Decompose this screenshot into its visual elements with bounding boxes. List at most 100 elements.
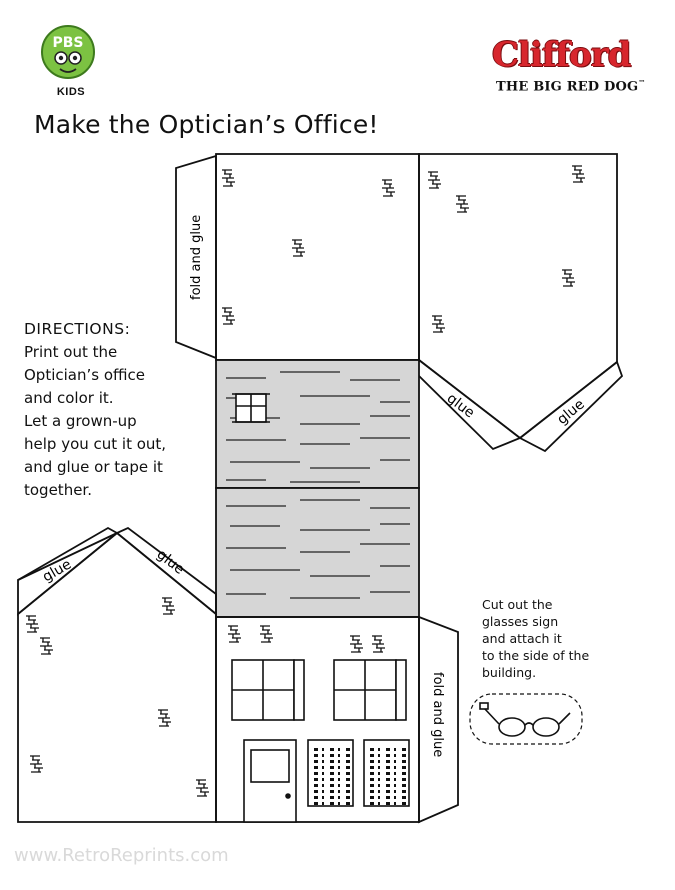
window-dot	[370, 754, 374, 757]
window-dot	[370, 772, 374, 775]
window-dot	[314, 772, 318, 775]
clifford-logo: Clifford	[492, 35, 632, 75]
front-windows	[231, 659, 407, 721]
roof-window	[232, 393, 270, 423]
window-dot	[330, 802, 334, 805]
window-dot	[338, 754, 340, 757]
window-dot	[370, 790, 374, 793]
window-dot	[322, 790, 324, 793]
window-dot	[314, 748, 318, 751]
window-dot	[378, 754, 380, 757]
window-dot	[330, 778, 334, 781]
window-dot	[330, 748, 334, 751]
window-dot	[330, 754, 334, 757]
pbs-logo-text: PBS	[52, 35, 83, 51]
upper-wall-left	[215, 153, 420, 361]
window-dot	[378, 796, 380, 799]
window-dot	[402, 760, 406, 763]
window-dot	[394, 754, 396, 757]
window-dot	[402, 754, 406, 757]
window-dot	[402, 790, 406, 793]
window-dot	[330, 790, 334, 793]
glue-tab-upper-right	[518, 360, 624, 453]
window-dot	[386, 760, 390, 763]
window-dot	[322, 766, 324, 769]
window-dot	[338, 802, 340, 805]
window-dot	[394, 778, 396, 781]
window-dot	[378, 790, 380, 793]
window-dot	[394, 802, 396, 805]
window-dot	[402, 748, 406, 751]
window-dot	[402, 802, 406, 805]
window-dot	[314, 778, 318, 781]
window-dot	[330, 796, 334, 799]
window-dot	[314, 760, 318, 763]
directions-line: help you cut it out,	[24, 435, 167, 453]
sign-instruction-line: Cut out the	[482, 597, 553, 612]
window-dot	[330, 760, 334, 763]
window-dot	[338, 790, 340, 793]
display-window-pattern	[314, 748, 406, 805]
window-dot	[322, 784, 324, 787]
window-dot	[346, 784, 350, 787]
directions-heading: DIRECTIONS:	[24, 320, 131, 338]
directions-block: DIRECTIONS: Print out the Optician’s off…	[24, 318, 224, 502]
window-dot	[370, 760, 374, 763]
window-dot	[346, 754, 350, 757]
glue-label-upper-right: glue	[554, 396, 587, 428]
glue-tab-lower-left	[17, 532, 118, 616]
window-dot	[386, 784, 390, 787]
window-dot	[322, 748, 324, 751]
window-dot	[338, 778, 340, 781]
window-dot	[394, 790, 396, 793]
window-dot	[370, 748, 374, 751]
window-dot	[322, 760, 324, 763]
sign-instructions: Cut out the glasses sign and attach it t…	[482, 596, 632, 681]
window-dot	[322, 796, 324, 799]
window-dot	[386, 790, 390, 793]
sign-instruction-line: building.	[482, 665, 537, 680]
directions-line: Optician’s office	[24, 366, 145, 384]
directions-line: Let a grown-up	[24, 412, 137, 430]
glue-label-lower-right: glue	[154, 547, 188, 578]
window-dot	[322, 778, 324, 781]
window-dot	[314, 796, 318, 799]
window-dot	[386, 772, 390, 775]
window-dot	[386, 796, 390, 799]
directions-line: together.	[24, 481, 92, 499]
window-dot	[378, 802, 380, 805]
page-title: Make the Optician’s Office!	[34, 110, 379, 139]
window-dot	[402, 778, 406, 781]
window-dot	[370, 778, 374, 781]
window-dot	[394, 772, 396, 775]
window-dot	[338, 772, 340, 775]
window-dot	[370, 802, 374, 805]
window-dot	[402, 796, 406, 799]
glasses-sign	[469, 693, 583, 745]
fold-and-glue-label-left: fold and glue	[189, 215, 204, 300]
front-door	[243, 739, 297, 823]
sign-instruction-line: and attach it	[482, 631, 562, 646]
window-dot	[386, 748, 390, 751]
clifford-subtitle: THE BIG RED DOG™	[496, 78, 646, 94]
window-dot	[378, 772, 380, 775]
clifford-subtitle-text: THE BIG RED DOG	[496, 79, 639, 95]
window-dot	[346, 796, 350, 799]
window-dot	[378, 784, 380, 787]
scissors-cut-line-icon	[469, 693, 583, 745]
window-dot	[330, 766, 334, 769]
window-dot	[338, 760, 340, 763]
fold-and-glue-label-right: fold and glue	[430, 672, 445, 757]
pbs-kids-logo-icon: PBS	[41, 25, 95, 79]
window-dot	[402, 766, 406, 769]
pbs-kids-label: KIDS	[56, 86, 86, 98]
window-dot	[378, 748, 380, 751]
window-dot	[314, 790, 318, 793]
glue-tab-lower-right	[115, 526, 217, 616]
window-dot	[378, 766, 380, 769]
directions-line: and glue or tape it	[24, 458, 163, 476]
window-dot	[386, 802, 390, 805]
trademark-symbol: ™	[638, 78, 646, 87]
window-dot	[314, 784, 318, 787]
